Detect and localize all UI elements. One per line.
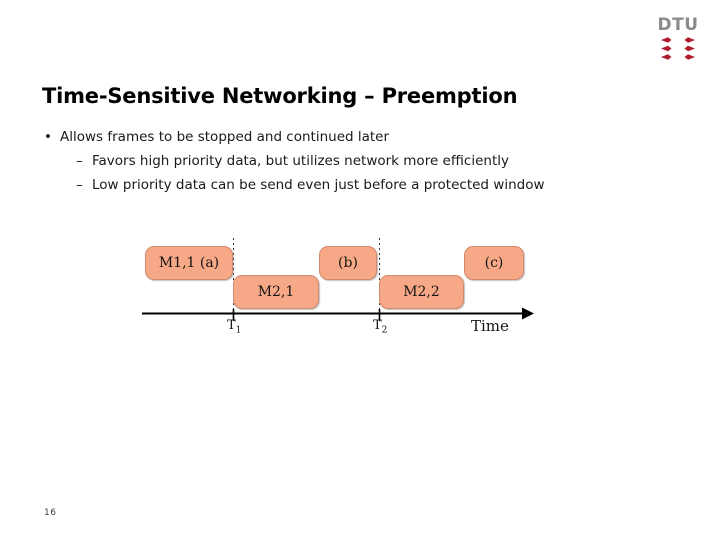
page-number: 16 — [44, 508, 57, 518]
bullet-marker: – — [76, 153, 83, 169]
bullet-item-3: – Low priority data can be send even jus… — [44, 173, 684, 197]
frame-box-label: M2,1 — [257, 284, 295, 300]
tick-label-t2: T2 — [373, 318, 387, 336]
frame-box-label: M2,2 — [403, 284, 440, 300]
bullet-text: Allows frames to be stopped and continue… — [60, 129, 390, 145]
bullet-marker: – — [76, 177, 83, 193]
frame-box-label: M1,1 (a) — [158, 255, 220, 271]
tick-label-base: T — [227, 318, 236, 333]
tick-label-t1: T1 — [227, 318, 241, 336]
tick-label-sub: 2 — [381, 325, 388, 336]
frame-box-label: (b) — [338, 255, 358, 271]
page-title: Time-Sensitive Networking – Preemption — [42, 84, 518, 108]
bullet-marker: • — [44, 129, 52, 145]
frame-box-label: (c) — [484, 255, 504, 271]
dtu-logo: DTU — [655, 16, 701, 64]
bullet-item-2: – Favors high priority data, but utilize… — [44, 149, 684, 173]
frame-box-b: (b) — [319, 246, 377, 280]
axis-label-time: Time — [471, 317, 509, 335]
bullet-text: Low priority data can be send even just … — [92, 177, 545, 193]
bullet-text: Favors high priority data, but utilizes … — [92, 153, 509, 169]
frame-box-m1-1-a: M1,1 (a) — [145, 246, 233, 280]
tick-label-sub: 1 — [235, 325, 242, 336]
bullet-item-1: • Allows frames to be stopped and contin… — [44, 126, 684, 149]
frame-box-m2-2: M2,2 — [379, 275, 464, 309]
bullet-list: • Allows frames to be stopped and contin… — [44, 126, 684, 197]
dtu-wordmark: DTU — [657, 15, 699, 35]
frame-box-m2-1: M2,1 — [233, 275, 319, 309]
preemption-timing-diagram: M1,1 (a) M2,1 (b) M2,2 (c) T1 T2 Time — [130, 236, 550, 346]
frame-box-c: (c) — [464, 246, 524, 280]
tick-label-base: T — [373, 318, 382, 333]
dtu-wave-icon — [661, 37, 695, 60]
